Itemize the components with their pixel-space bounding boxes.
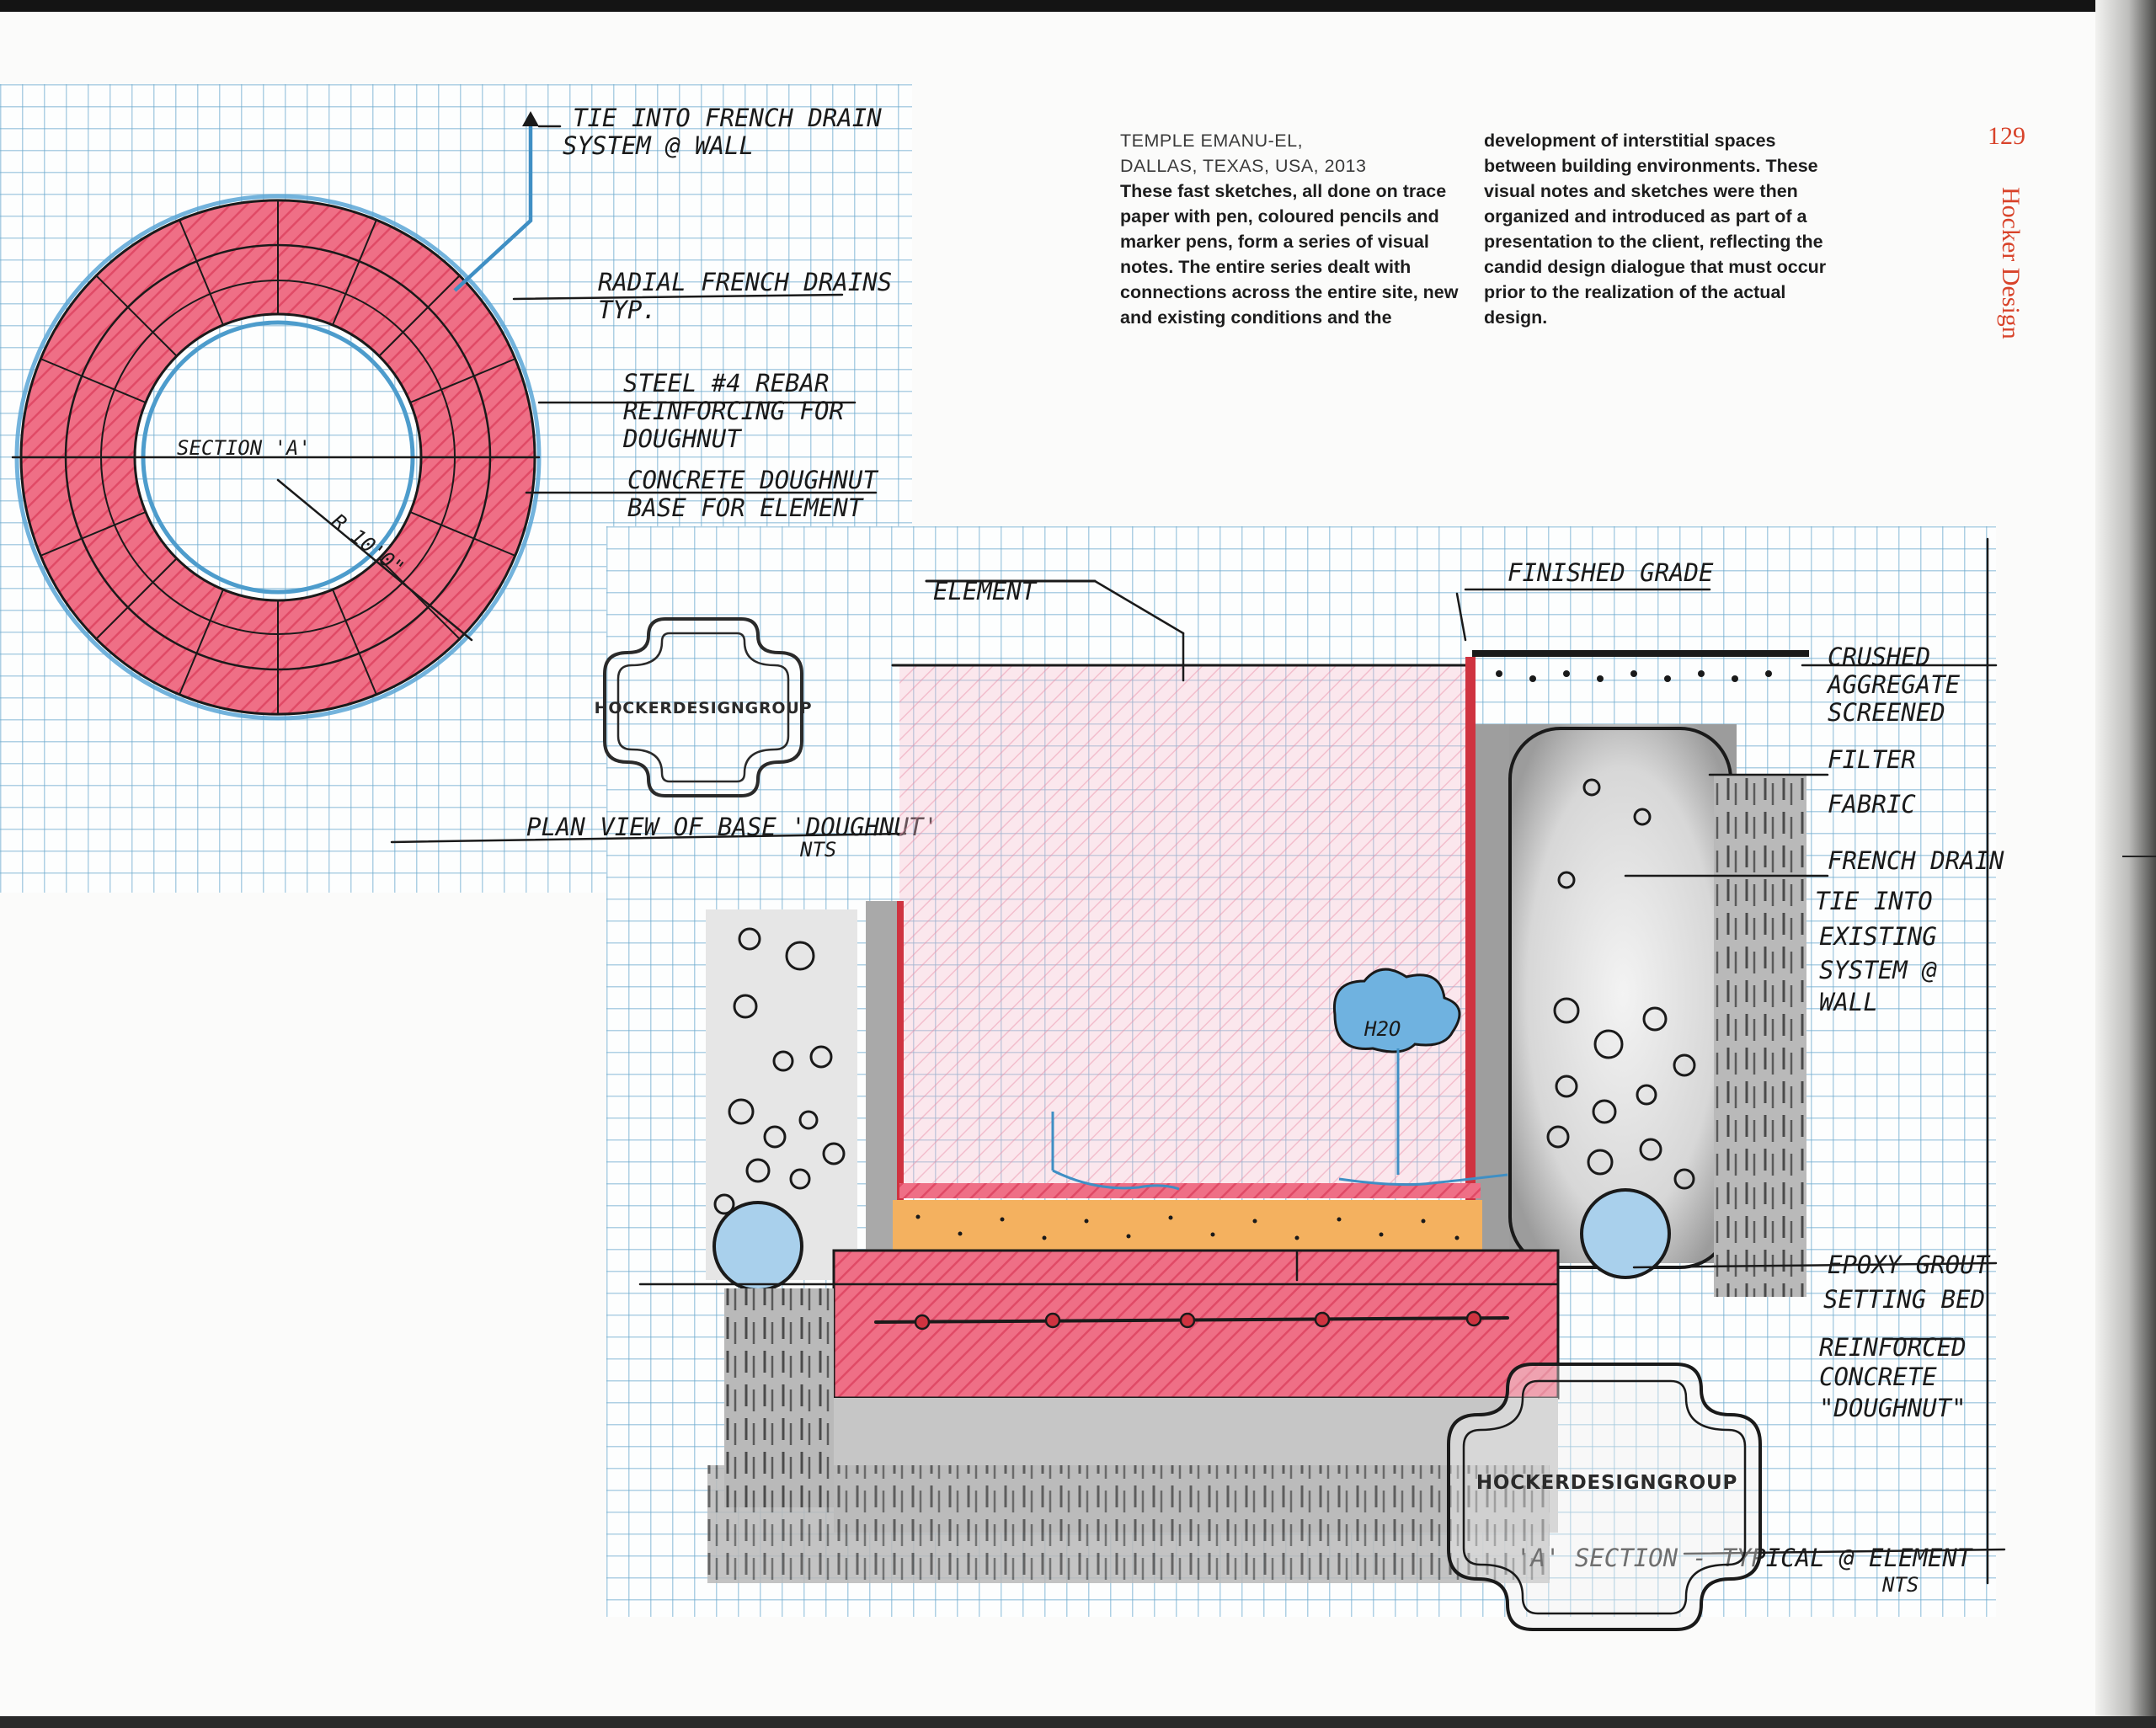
project-name: TEMPLE EMANU-EL, [1120,131,1304,151]
section-label-tie-into-existing-line2: EXISTING [1819,922,1937,951]
hocker-design-group-logo-section: HOCKERDESIGNGROUP [1447,1363,1762,1631]
section-label-reinforced-concrete-line1: REINFORCED [1819,1333,1967,1362]
caption-column-left: TEMPLE EMANU-EL, DALLAS, TEXAS, USA, 201… [1120,128,1474,330]
section-label-element: ELEMENT [933,577,1038,605]
caption-body-right: development of interstitial spaces betwe… [1484,131,1827,328]
plan-view-scale-note: NTS [799,838,836,861]
section-leader-lines [1295,537,2006,1585]
plan-label-steel-rebar-line2: REINFORCING FOR [623,397,844,425]
plan-label-concrete-doughnut-line1: CONCRETE DOUGHNUT [627,466,878,494]
caption-column-right: development of interstitial spaces betwe… [1484,128,1838,330]
spine-fold-mark [2122,856,2156,857]
section-label-filter-fabric-line1: FILTER [1828,745,1916,774]
gravel-pebbles [713,778,1696,1215]
section-label-crushed-aggregate-line2: AGGREGATE [1826,670,1961,699]
plan-label-section-a: SECTION 'A' [177,436,311,460]
crushed-aggregate [1472,650,1809,682]
plan-label-radial-french-drains-line1: RADIAL FRENCH DRAINS [598,268,892,296]
section-label-tie-into-existing-line1: TIE INTO [1815,887,1933,915]
book-spine-shadow [2095,0,2156,1728]
plan-leader-lines [390,125,907,844]
plan-label-steel-rebar-line1: STEEL #4 REBAR [623,369,829,397]
hocker-design-group-logo-plan: HOCKERDESIGNGROUP [595,617,813,797]
scan-top-edge [0,0,2156,12]
logo-wordmark-section: HOCKERDESIGNGROUP [1476,1472,1737,1494]
section-label-h2o: H2O [1364,1017,1401,1041]
plan-label-steel-rebar-line3: DOUGHNUT [622,424,742,453]
section-label-french-drain: FRENCH DRAIN [1828,846,2004,875]
project-location: DALLAS, TEXAS, USA, 2013 [1120,156,1367,176]
plan-label-tie-into-french-drain-line1: TIE INTO FRENCH DRAIN [573,104,882,132]
plan-label-tie-into-french-drain-line2: SYSTEM @ WALL [563,131,754,160]
section-label-crushed-aggregate-line1: CRUSHED [1828,643,1930,671]
section-label-finished-grade: FINISHED GRADE [1508,558,1714,587]
section-label-reinforced-concrete-line3: "DOUGHNUT" [1819,1394,1967,1422]
section-label-epoxy-grout-line2: SETTING BED [1823,1285,1985,1314]
section-label-tie-into-existing-line4: WALL [1819,988,1878,1016]
section-label-reinforced-concrete-line2: CONCRETE [1819,1363,1937,1391]
plan-label-concrete-doughnut-line2: BASE FOR ELEMENT [627,493,864,522]
plan-view-title: PLAN VIEW OF BASE 'DOUGHNUT' [526,813,938,841]
page-number: 129 [1988,122,2025,150]
section-label-epoxy-grout-line1: EPOXY GROUT [1828,1251,1991,1279]
section-label-filter-fabric-line2: FABRIC [1828,790,1916,819]
logo-wordmark-plan: HOCKERDESIGNGROUP [595,699,813,717]
plan-label-radial-french-drains-line2: TYP. [598,296,657,324]
scan-bottom-edge [0,1716,2156,1728]
section-view-scale-note: NTS [1881,1573,1919,1597]
section-label-crushed-aggregate-line3: SCREENED [1828,698,1945,727]
section-label-tie-into-existing-line3: SYSTEM @ [1819,956,1937,984]
section-view: H2O [638,579,1809,1583]
plan-view-doughnut [11,111,542,721]
running-head: Hocker Design [1997,187,2025,339]
caption-body-left: These fast sketches, all done on trace p… [1120,181,1459,328]
